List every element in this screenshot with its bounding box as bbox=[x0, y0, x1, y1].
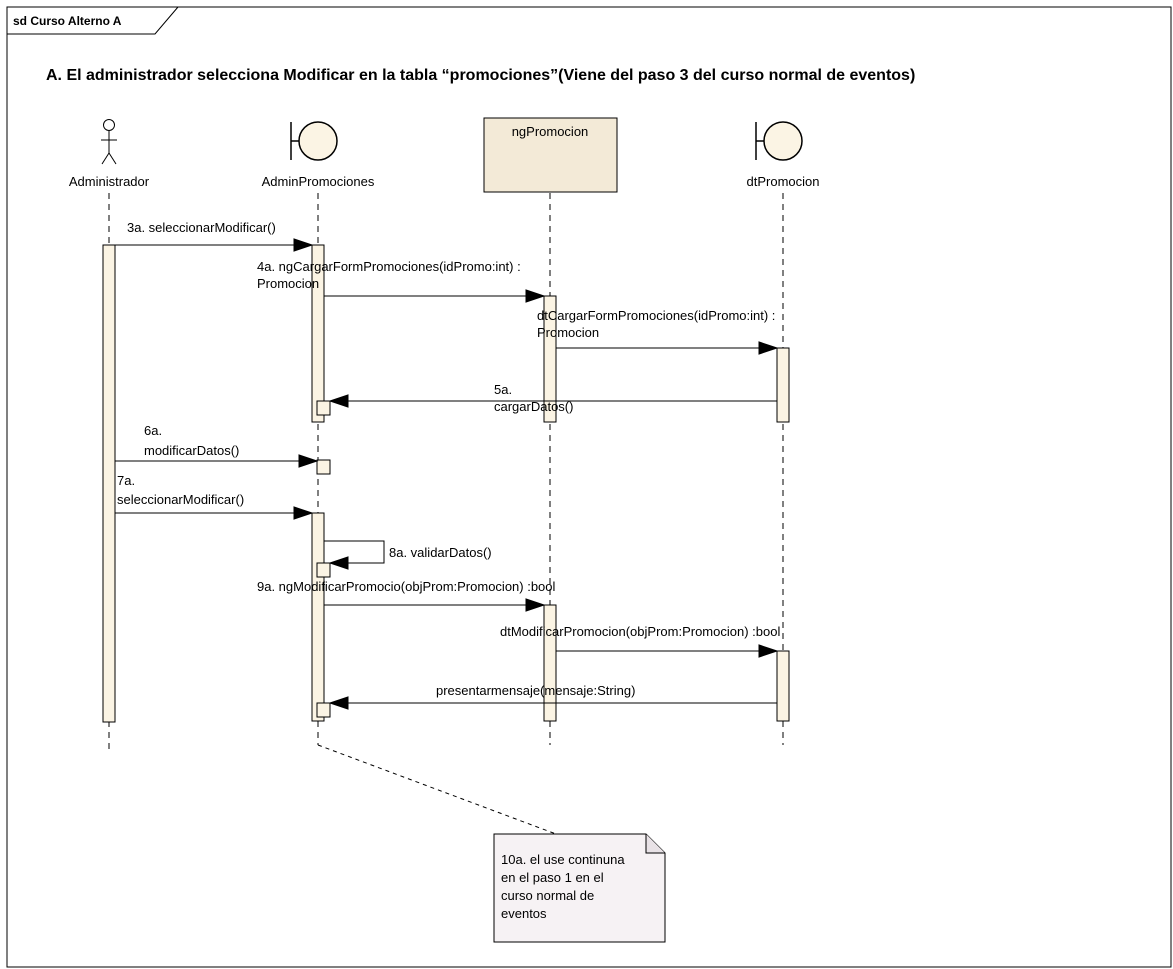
nested-activation bbox=[316, 400, 331, 416]
message-4a[interactable]: 4a. ngCargarFormPromociones(idPromo:int)… bbox=[257, 259, 546, 303]
lifeline-label-adminpromociones: AdminPromociones bbox=[262, 174, 375, 189]
message-label: cargarDatos() bbox=[494, 399, 573, 414]
note-text: 10a. el use continuna bbox=[501, 852, 625, 867]
message-label: 5a. bbox=[494, 382, 512, 397]
nested-activation bbox=[316, 562, 331, 578]
lifeline-label-dtpromocion: dtPromocion bbox=[747, 174, 820, 189]
message-label: seleccionarModificar() bbox=[117, 492, 244, 507]
activation-ngpromocion-2 bbox=[543, 604, 557, 722]
message-7a[interactable]: 7a. seleccionarModificar() bbox=[115, 473, 314, 520]
message-label: dtModificarPromocion(objProm:Promocion) … bbox=[500, 624, 780, 639]
note-text: eventos bbox=[501, 906, 547, 921]
message-label: 9a. ngModificarPromocio(objProm:Promocio… bbox=[257, 579, 556, 594]
message-label: modificarDatos() bbox=[144, 443, 239, 458]
frame-label: sd Curso Alterno A bbox=[13, 14, 122, 28]
actor-administrador[interactable]: Administrador bbox=[69, 119, 150, 190]
note-fold bbox=[645, 834, 665, 854]
nested-activation bbox=[316, 459, 331, 475]
message-dtcargarformpromociones[interactable]: dtCargarFormPromociones(idPromo:int) : P… bbox=[537, 308, 779, 355]
message-dtmodificarpromocion[interactable]: dtModificarPromocion(objProm:Promocion) … bbox=[500, 624, 780, 658]
nested-activation bbox=[316, 702, 331, 718]
message-presentarmensaje[interactable]: presentarmensaje(mensaje:String) bbox=[328, 683, 777, 710]
lifeline-label-administrador: Administrador bbox=[69, 174, 150, 189]
activation-administrador bbox=[102, 244, 116, 723]
message-8a[interactable]: 8a. validarDatos() bbox=[324, 540, 492, 570]
message-label: 6a. bbox=[144, 423, 162, 438]
message-label: Promocion bbox=[257, 276, 319, 291]
message-6a[interactable]: 6a. modificarDatos() bbox=[115, 423, 319, 468]
activation-adminpromociones-1 bbox=[311, 244, 325, 423]
message-label: 3a. seleccionarModificar() bbox=[127, 220, 276, 235]
boundary-dtpromocion[interactable]: dtPromocion bbox=[747, 121, 820, 189]
activation-dtpromocion-2 bbox=[776, 650, 790, 722]
message-label: 4a. ngCargarFormPromociones(idPromo:int)… bbox=[257, 259, 521, 274]
activation-ngpromocion-1 bbox=[543, 295, 557, 423]
activation-adminpromociones-2 bbox=[311, 512, 325, 722]
message-label: 7a. bbox=[117, 473, 135, 488]
frame-tab bbox=[7, 6, 179, 35]
boundary-adminpromociones[interactable]: AdminPromociones bbox=[262, 121, 375, 189]
message-label: presentarmensaje(mensaje:String) bbox=[436, 683, 635, 698]
actor-icon bbox=[103, 119, 115, 131]
message-label: 8a. validarDatos() bbox=[389, 545, 492, 560]
note-10a[interactable]: 10a. el use continuna en el paso 1 en el… bbox=[493, 833, 666, 943]
diagram-title: A. El administrador selecciona Modificar… bbox=[46, 67, 915, 84]
message-3a[interactable]: 3a. seleccionarModificar() bbox=[115, 220, 314, 252]
note-text: en el paso 1 en el bbox=[501, 870, 604, 885]
message-label: Promocion bbox=[537, 325, 599, 340]
class-ngpromocion[interactable]: ngPromocion bbox=[483, 117, 618, 193]
message-9a[interactable]: 9a. ngModificarPromocio(objProm:Promocio… bbox=[257, 579, 556, 612]
activation-dtpromocion-1 bbox=[776, 347, 790, 423]
message-label: dtCargarFormPromociones(idPromo:int) : bbox=[537, 308, 775, 323]
lifeline-label-ngpromocion: ngPromocion bbox=[512, 124, 589, 139]
note-connector bbox=[317, 744, 557, 835]
message-5a[interactable]: 5a. cargarDatos() bbox=[328, 382, 777, 414]
note-text: curso normal de bbox=[501, 888, 594, 903]
